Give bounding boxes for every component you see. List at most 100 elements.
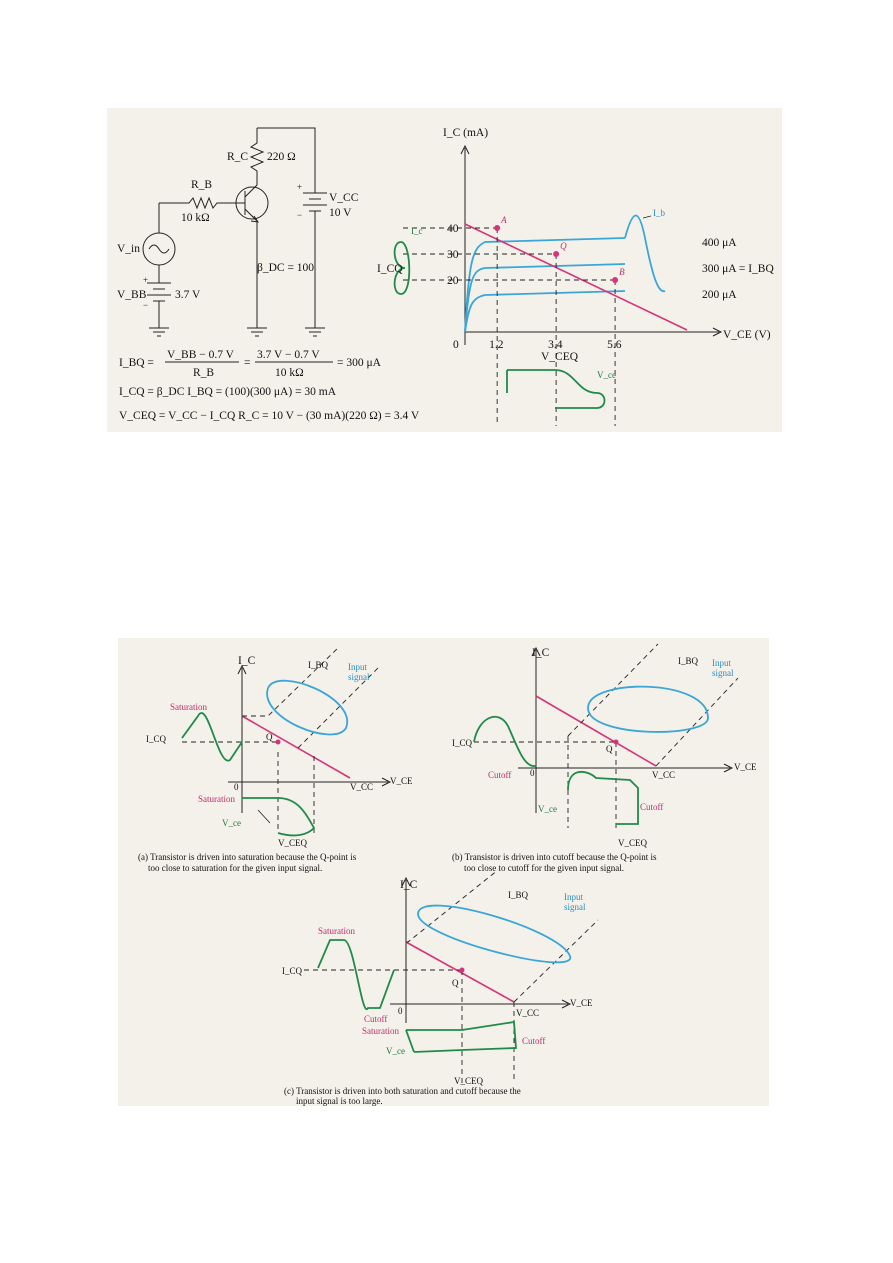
c-icq-label: I_CQ (282, 966, 303, 976)
b-caption-line-2: too close to cutoff for the given input … (464, 863, 624, 873)
b-q-label: Q (606, 744, 613, 754)
x-tick-label: 3.4 (548, 339, 563, 351)
rc-value: 220 Ω (267, 151, 296, 163)
y-axis-label: I_C (mA) (443, 127, 488, 139)
y-tick-label: 30 (447, 249, 459, 261)
a-vce-axis-label: V_CE (390, 776, 413, 786)
rb-value: 10 kΩ (181, 212, 210, 224)
c-origin-label: 0 (398, 1006, 403, 1016)
c-vcc-label: V_CC (516, 1008, 539, 1018)
operating-points: A Q B (494, 215, 625, 283)
vbb-minus: − (143, 300, 148, 310)
ground-symbol (247, 308, 267, 337)
vcc-label: V_CC (329, 192, 359, 204)
ibq-num2: 3.7 V − 0.7 V (257, 349, 320, 361)
ibq-result: = 300 μA (337, 357, 382, 369)
top-figure-svg: R_C 220 Ω R_B 10 kΩ V_CC 10 V V_in V_BB … (117, 127, 774, 426)
vce-label: V_ce (597, 370, 616, 380)
a-caption-line-1: (a) Transistor is driven into saturation… (138, 852, 357, 862)
vbb-label: V_BB (117, 289, 147, 301)
curve-label-300ua: 300 μA = I_BQ (702, 263, 774, 275)
c-saturation-label-1: Saturation (318, 926, 355, 936)
ic-output-wave (393, 241, 411, 295)
ground-symbol (305, 323, 325, 337)
ibq-num1: V_BB − 0.7 V (167, 349, 235, 361)
operating-point-marker (494, 225, 501, 231)
b-icq-label: I_CQ (452, 738, 473, 748)
curve-200ua (464, 290, 626, 333)
icq-label: I_CQ (377, 263, 403, 275)
vbb-value: 3.7 V (175, 289, 201, 301)
c-cutoff-label-2: Cutoff (522, 1036, 545, 1046)
ibq-lhs: I_BQ = (119, 357, 154, 369)
c-saturation-label-2: Saturation (362, 1026, 399, 1036)
ic-label: I_c (411, 226, 423, 236)
b-caption-line-1: (b) Transistor is driven into cutoff bec… (452, 852, 657, 862)
b-vcc-label: V_CC (652, 770, 675, 780)
x-axis-label: V_CE (V) (723, 329, 771, 341)
a-ibq-label: I_BQ (308, 660, 329, 670)
vceq-label: V_CEQ (541, 351, 579, 363)
bias-equations: I_BQ = V_BB − 0.7 V R_B = 3.7 V − 0.7 V … (119, 349, 420, 422)
a-vcc-label: V_CC (350, 782, 373, 792)
a-caption-line-2: too close to saturation for the given in… (148, 863, 322, 873)
a-vce-small-label: V_ce (222, 818, 241, 828)
x-tick-label: 5.6 (607, 339, 622, 351)
a-ic-label: I_C (238, 655, 256, 667)
svg-text:=: = (244, 357, 251, 369)
c-vce-small-label: V_ce (386, 1046, 405, 1056)
operating-point-label: B (619, 267, 625, 277)
ground-symbol (149, 323, 169, 337)
curve-300ua (464, 263, 626, 333)
curve-label-200ua: 200 μA (702, 289, 737, 301)
vcc-value: 10 V (329, 207, 352, 219)
c-caption-line-1: (c) Transistor is driven into both satur… (284, 1086, 521, 1096)
ib-input-wave (624, 214, 666, 292)
vce-output-wave (507, 369, 606, 409)
c-vce-axis-label: V_CE (570, 998, 593, 1008)
vbb-plus: + (143, 275, 148, 285)
operating-point-marker (553, 251, 560, 257)
c-ibq-label: I_BQ (508, 890, 529, 900)
rc-label: R_C (227, 151, 248, 163)
c-q-label: Q (452, 978, 459, 988)
b-vceq-label: V_CEQ (618, 838, 648, 848)
vbb-battery-symbol (147, 282, 171, 302)
a-origin-label: 0 (234, 782, 239, 792)
icq-equation: I_CQ = β_DC I_BQ = (100)(300 μA) = 30 mA (119, 386, 337, 398)
y-tick-label: 20 (447, 275, 459, 287)
operating-point-label: Q (560, 241, 567, 251)
c-cutoff-label-1: Cutoff (364, 1014, 387, 1024)
rc-resistor-symbol (249, 128, 265, 183)
curve-label-400ua: 400 μA (702, 237, 737, 249)
beta-label: β_DC = 100 (257, 262, 314, 274)
a-icq-label: I_CQ (146, 734, 167, 744)
a-vceq-label: V_CEQ (278, 838, 308, 848)
vcc-plus: + (297, 182, 302, 192)
operating-point-label: A (500, 215, 507, 225)
collector-characteristic-graph: I_C (mA) V_CE (V) 0 AQB 1.2403.4305.620 … (377, 127, 774, 426)
b-cutoff-label-2: Cutoff (640, 802, 663, 812)
rb-label: R_B (191, 179, 212, 191)
vceq-equation: V_CEQ = V_CC − I_CQ R_C = 10 V − (30 mA)… (119, 410, 420, 422)
a-q-label: Q (266, 732, 273, 742)
operating-point-marker (612, 277, 619, 283)
b-ic-label: I_C (532, 647, 550, 659)
b-vce-axis-label: V_CE (734, 762, 757, 772)
c-ic-label: I_C (400, 879, 418, 891)
rb-resistor-symbol (159, 196, 245, 210)
b-vce-small-label: V_ce (538, 804, 557, 814)
vin-label: V_in (117, 243, 140, 255)
c-caption-line-2: input signal is too large. (296, 1096, 383, 1106)
projection-lines (403, 227, 616, 426)
vcc-minus: − (297, 210, 302, 220)
ib-label: I_b (653, 208, 665, 218)
a-saturation-label-1: Saturation (170, 702, 207, 712)
